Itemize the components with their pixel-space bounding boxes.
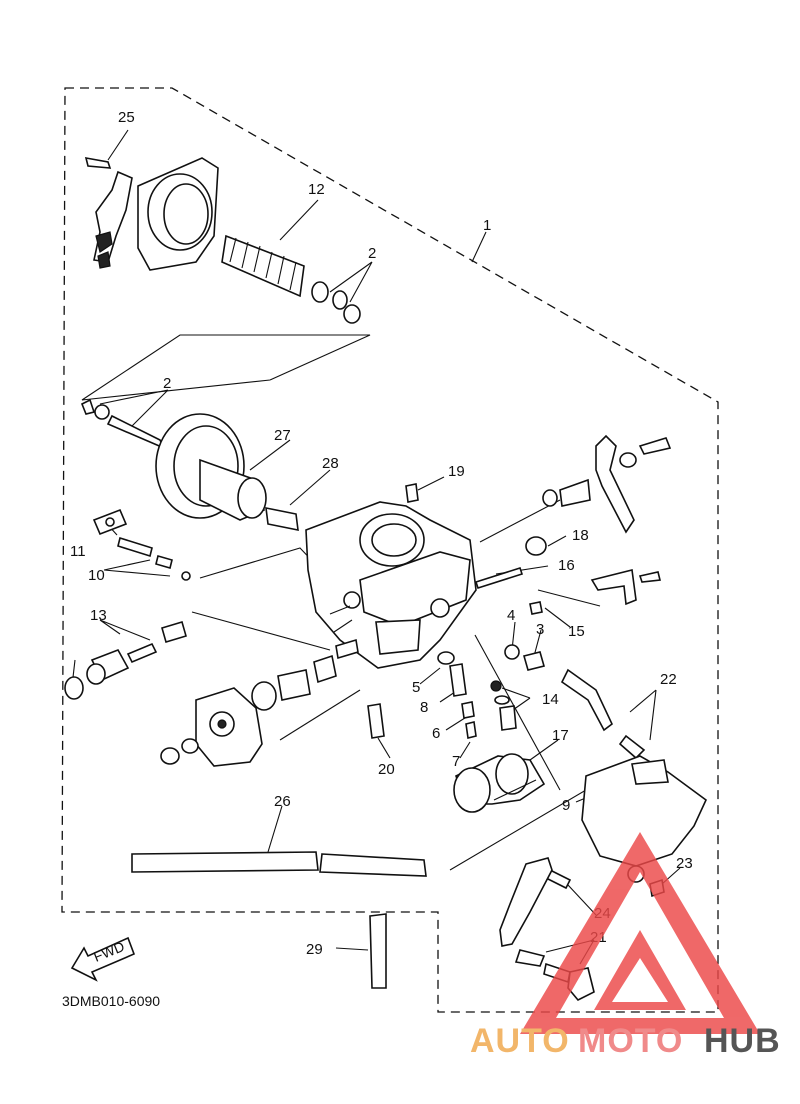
callout-5: 5	[412, 679, 420, 696]
part-flange	[137, 157, 219, 271]
cover-plate	[195, 687, 263, 767]
callout-4: 4	[507, 607, 515, 624]
part-2-washers-upper	[311, 281, 361, 324]
part-27-diaphragm	[155, 413, 267, 521]
fwd-arrow-icon: FWD	[70, 936, 136, 982]
part-8-needle-jet	[449, 663, 467, 697]
callout-11: 11	[70, 543, 86, 560]
part-10-screw-set	[117, 536, 191, 581]
throttle-lever	[542, 434, 672, 534]
part-19-screw	[405, 483, 419, 503]
screw-washer-left	[160, 738, 199, 765]
callout-29: 29	[306, 941, 323, 958]
callout-22: 22	[660, 671, 677, 688]
part-20-fitting	[367, 703, 385, 739]
part-18-cap	[525, 536, 547, 556]
part-5-oring	[437, 651, 455, 665]
callout-10: 10	[88, 567, 105, 584]
part-4-washer	[504, 644, 520, 660]
part-15-screw	[529, 601, 543, 615]
callout-9: 9	[562, 797, 570, 814]
callout-16: 16	[558, 557, 575, 574]
carburetor-body	[305, 501, 477, 669]
watermark-text-hub: HUB	[704, 1022, 781, 1060]
callout-6: 6	[432, 725, 440, 742]
callout-8: 8	[420, 699, 428, 716]
part-3-screw	[523, 651, 545, 671]
watermark-logo	[520, 832, 760, 1034]
callout-13: 13	[90, 607, 107, 624]
callout-23: 23	[676, 855, 693, 872]
part-code: 3DMB010-6090	[62, 993, 160, 1009]
part-28-jet	[265, 506, 299, 532]
callout-15: 15	[568, 623, 585, 640]
watermark-text-moto: MOTO	[578, 1022, 683, 1060]
choke-spring-set	[251, 638, 359, 711]
callout-14: 14	[542, 691, 559, 708]
part-11-gasket	[92, 508, 128, 536]
part-14-needle-valve	[490, 680, 517, 731]
part-2-needle	[80, 398, 166, 450]
callout-17: 17	[552, 727, 569, 744]
callout-1: 1	[483, 217, 491, 234]
callout-12: 12	[308, 181, 325, 198]
callout-19: 19	[448, 463, 465, 480]
part-16-pin	[474, 566, 524, 590]
part-7-jet	[465, 721, 477, 739]
part-6-jet	[461, 701, 475, 719]
part-26-hose	[131, 851, 427, 877]
part-bracket-right	[590, 569, 661, 606]
callout-20: 20	[378, 761, 395, 778]
callout-26: 26	[274, 793, 291, 810]
callout-28: 28	[322, 455, 339, 472]
part-22-screw	[560, 668, 646, 760]
callout-3: 3	[536, 621, 544, 638]
callout-25: 25	[118, 109, 135, 126]
callout-18: 18	[572, 527, 589, 544]
part-29-strap	[369, 913, 387, 989]
watermark-triangle	[520, 832, 760, 1034]
callout-7: 7	[452, 753, 460, 770]
part-21-bracket	[499, 857, 595, 1001]
callout-2-lower: 2	[163, 375, 171, 392]
callout-2-upper: 2	[368, 245, 376, 262]
watermark-text: AUTO MOTO HUB	[470, 1022, 781, 1060]
part-17-float	[453, 753, 546, 813]
watermark-text-auto: AUTO	[470, 1022, 570, 1060]
part-12-spring	[221, 234, 305, 298]
part-13-plunger	[64, 621, 187, 700]
callout-27: 27	[274, 427, 291, 444]
part-25-bracket	[84, 156, 133, 269]
assembly-boundary	[61, 87, 719, 1013]
